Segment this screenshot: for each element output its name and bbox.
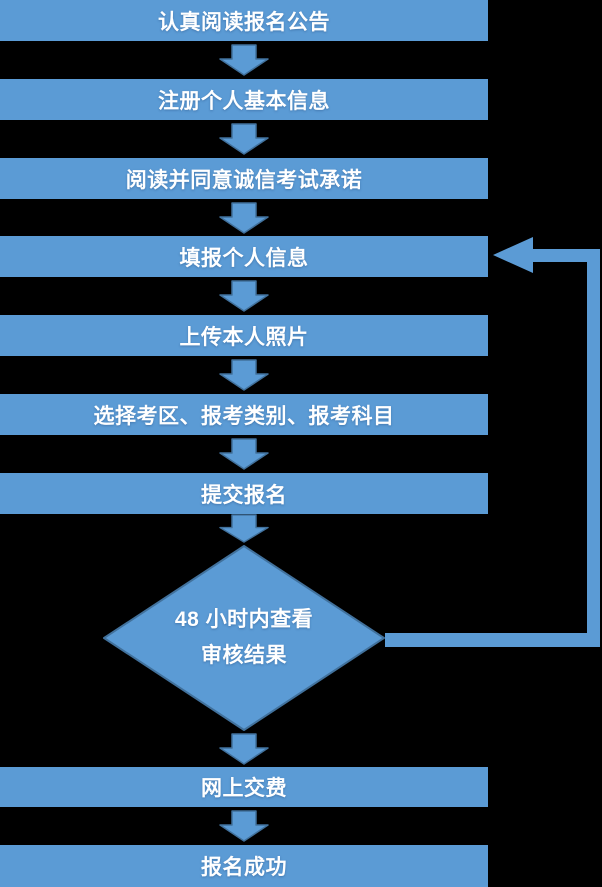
flow-step-label: 认真阅读报名公告 — [158, 10, 330, 34]
flow-step-label: 报名成功 — [201, 856, 287, 879]
flow-step-submit: 提交报名 — [0, 473, 488, 514]
down-arrow-icon — [219, 438, 269, 470]
flow-step-select-exam: 选择考区、报考类别、报考科目 — [0, 394, 488, 435]
down-arrow-icon — [219, 514, 269, 543]
flow-step-label: 选择考区、报考类别、报考科目 — [93, 404, 395, 428]
flow-step-label: 上传本人照片 — [179, 325, 309, 349]
flow-step-upload-photo: 上传本人照片 — [0, 315, 488, 356]
flow-step-label: 提交报名 — [201, 483, 287, 507]
flow-step-register-info: 注册个人基本信息 — [0, 79, 488, 120]
down-arrow-icon — [219, 733, 269, 765]
flow-step-label: 注册个人基本信息 — [158, 89, 330, 113]
flow-step-label: 网上交费 — [201, 777, 287, 800]
loop-connector-vertical-segment — [587, 249, 600, 647]
loop-connector-top-segment — [533, 249, 600, 262]
flow-step-fill-personal-info: 填报个人信息 — [0, 236, 488, 277]
decision-diamond — [103, 545, 385, 731]
flow-step-label: 阅读并同意诚信考试承诺 — [125, 168, 363, 192]
down-arrow-icon — [219, 359, 269, 391]
flow-step-agree-promise: 阅读并同意诚信考试承诺 — [0, 158, 488, 199]
down-arrow-icon — [219, 44, 269, 76]
down-arrow-icon — [219, 810, 269, 842]
down-arrow-icon — [219, 280, 269, 312]
flow-step-success: 报名成功 — [0, 845, 488, 887]
down-arrow-icon — [219, 123, 269, 155]
flow-step-pay-online: 网上交费 — [0, 767, 488, 807]
flow-step-read-announcement: 认真阅读报名公告 — [0, 0, 488, 41]
down-arrow-icon — [219, 202, 269, 234]
left-arrowhead-icon — [493, 237, 533, 273]
loop-connector-bottom-segment — [385, 633, 600, 647]
flow-step-label: 填报个人信息 — [179, 246, 309, 270]
